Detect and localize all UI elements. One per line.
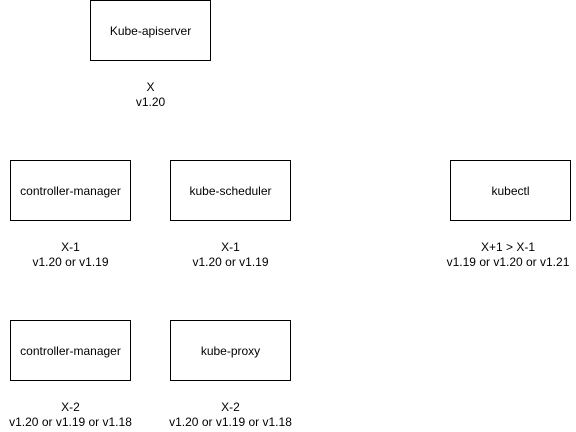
controller-manager-relation: X-2 xyxy=(61,400,80,414)
kube-proxy-label: kube-proxy xyxy=(200,343,261,358)
kube-proxy-relation: X-2 xyxy=(221,400,240,414)
kubectl-label: kubectl xyxy=(491,183,530,198)
kube-proxy-versions: v1.20 or v1.19 or v1.18 xyxy=(169,415,292,429)
controller-manager-caption: X-1 v1.20 or v1.19 xyxy=(0,240,141,270)
kube-apiserver-box: Kube-apiserver xyxy=(90,0,211,61)
kube-apiserver-label: Kube-apiserver xyxy=(109,23,192,38)
kube-apiserver-versions: v1.20 xyxy=(135,95,166,109)
kube-scheduler-caption: X-1 v1.20 or v1.19 xyxy=(160,240,301,270)
kube-proxy-caption: X-2 v1.20 or v1.19 or v1.18 xyxy=(160,400,301,430)
kube-proxy-box: kube-proxy xyxy=(170,320,291,381)
controller-manager-versions: v1.20 or v1.19 or v1.18 xyxy=(9,415,132,429)
kube-apiserver-relation: X xyxy=(146,80,155,94)
controller-manager-caption: X-2 v1.20 or v1.19 or v1.18 xyxy=(0,400,141,430)
kube-scheduler-relation: X-1 xyxy=(221,240,240,254)
controller-manager-relation: X-1 xyxy=(61,240,80,254)
kube-scheduler-label: kube-scheduler xyxy=(189,183,272,198)
controller-manager-box: controller-manager xyxy=(10,160,131,221)
kubectl-caption: X+1 > X-1 v1.19 or v1.20 or v1.21 xyxy=(440,240,576,270)
kubectl-versions: v1.19 or v1.20 or v1.21 xyxy=(446,255,570,269)
kubectl-box: kubectl xyxy=(450,160,571,221)
kubectl-relation: X+1 > X-1 xyxy=(480,240,536,254)
controller-manager-label: controller-manager xyxy=(20,343,121,358)
kube-apiserver-caption: X v1.20 xyxy=(90,80,211,110)
kube-scheduler-versions: v1.20 or v1.19 xyxy=(192,255,269,269)
kube-scheduler-box: kube-scheduler xyxy=(170,160,291,221)
controller-manager-label: controller-manager xyxy=(20,183,121,198)
controller-manager-versions: v1.20 or v1.19 xyxy=(32,255,109,269)
controller-manager-box: controller-manager xyxy=(10,320,131,381)
